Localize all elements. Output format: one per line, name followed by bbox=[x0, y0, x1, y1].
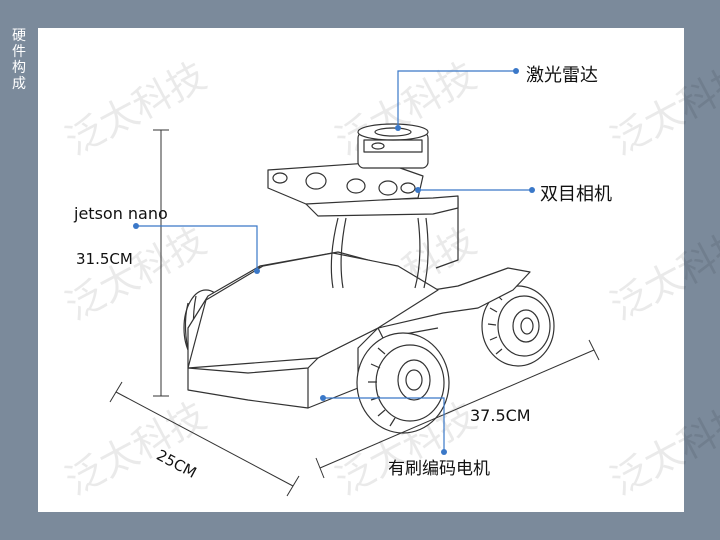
side-title: 硬 件 构 成 bbox=[10, 28, 28, 92]
side-title-char: 成 bbox=[12, 76, 26, 92]
lidar-body bbox=[357, 123, 429, 169]
diagram-panel: 泛太科技 泛太科技 泛太科技 泛太科技 泛太科技 泛太科技 泛太科技 泛太科技 … bbox=[38, 28, 720, 512]
side-title-char: 硬 bbox=[12, 28, 26, 44]
side-title-char: 构 bbox=[12, 60, 26, 76]
dimension-lines bbox=[109, 129, 600, 497]
height-dimension-label: 31.5CM bbox=[76, 250, 133, 268]
jetson-nano-label: jetson nano bbox=[74, 204, 168, 223]
stereo-camera-label: 双目相机 bbox=[540, 184, 612, 205]
lidar-label: 激光雷达 bbox=[526, 65, 598, 86]
front-left-wheel bbox=[356, 332, 450, 434]
top-plate bbox=[187, 252, 439, 369]
motor-label: 有刷编码电机 bbox=[388, 459, 490, 479]
length-dimension-label: 37.5CM bbox=[470, 406, 531, 425]
leader-lines bbox=[136, 70, 532, 452]
robot-drawing bbox=[109, 68, 600, 497]
side-title-char: 件 bbox=[12, 44, 26, 60]
leader-dots bbox=[133, 68, 535, 455]
